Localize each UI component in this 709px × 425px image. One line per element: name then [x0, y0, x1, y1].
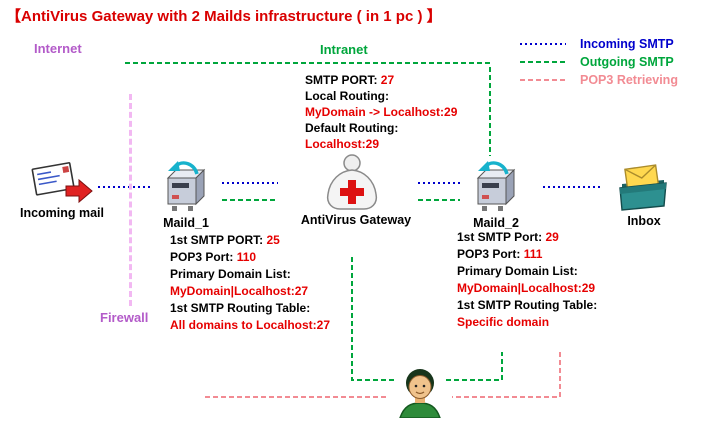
maild1-line: MyDomain|Localhost:27	[170, 283, 330, 300]
maild2-line: Specific domain	[457, 314, 597, 331]
maild1-icon	[166, 158, 206, 217]
text-label: 1st SMTP Port:	[457, 230, 546, 244]
text-value: All domains to Localhost:27	[170, 318, 331, 332]
maild2-config-block: 1st SMTP Port: 29 POP3 Port: 111 Primary…	[457, 229, 597, 331]
maild2-line: 1st SMTP Port: 29	[457, 229, 597, 246]
arrow-user-to-gateway	[351, 254, 394, 381]
text-value: 29	[545, 230, 559, 244]
gateway-line: MyDomain -> Localhost:29	[305, 104, 457, 120]
text-value: MyDomain|Localhost:29	[457, 281, 596, 295]
maild1-config-block: 1st SMTP PORT: 25 POP3 Port: 110 Primary…	[170, 232, 330, 334]
maild2-line: MyDomain|Localhost:29	[457, 280, 597, 297]
firewall-label: Firewall	[100, 310, 149, 325]
text-value: Localhost:29	[305, 137, 380, 151]
maild1-line: 1st SMTP PORT: 25	[170, 232, 330, 249]
maild2-line: 1st SMTP Routing Table:	[457, 297, 597, 314]
text-label: Default Routing:	[305, 121, 399, 135]
text-label: 1st SMTP Routing Table:	[170, 301, 311, 315]
text-value: 111	[523, 247, 543, 261]
legend-outgoing-label: Outgoing SMTP	[580, 55, 674, 69]
maild2-line: Primary Domain List:	[457, 263, 597, 280]
maild2-line: POP3 Port: 111	[457, 246, 597, 263]
text-label: POP3 Port:	[457, 247, 524, 261]
incoming-mail-icon	[30, 158, 94, 211]
text-label: SMTP PORT:	[305, 73, 381, 87]
gateway-line: SMTP PORT: 27	[305, 72, 457, 88]
intranet-label: Intranet	[320, 42, 368, 57]
text-label: 1st SMTP PORT:	[170, 233, 267, 247]
text-value: 25	[266, 233, 280, 247]
gateway-line: Local Routing:	[305, 88, 457, 104]
inbox-label: Inbox	[627, 214, 661, 228]
maild1-line: POP3 Port: 110	[170, 249, 330, 266]
maild1-label: Maild_1	[163, 216, 209, 230]
text-label: Local Routing:	[305, 89, 389, 103]
legend-pop3-label: POP3 Retrieving	[580, 73, 678, 87]
text-label: Primary Domain List:	[457, 264, 578, 278]
incoming-mail-label: Incoming mail	[19, 206, 105, 220]
maild1-line: Primary Domain List:	[170, 266, 330, 283]
internet-label: Internet	[34, 41, 82, 56]
text-value: Specific domain	[457, 315, 550, 329]
page-title: 【AntiVirus Gateway with 2 Mailds infrast…	[6, 8, 442, 25]
maild1-line: 1st SMTP Routing Table:	[170, 300, 330, 317]
maild2-icon	[476, 158, 516, 217]
text-label: 1st SMTP Routing Table:	[457, 298, 598, 312]
antivirus-gateway-icon	[320, 154, 384, 217]
antivirus-gateway-label: AntiVirus Gateway	[300, 213, 412, 227]
text-value: MyDomain -> Localhost:29	[305, 105, 458, 119]
gateway-line: Localhost:29	[305, 136, 457, 152]
firewall-line	[129, 94, 132, 306]
legend-incoming-label: Incoming SMTP	[580, 37, 674, 51]
text-value: 110	[236, 250, 257, 264]
text-value: 27	[380, 73, 395, 87]
text-label: Primary Domain List:	[170, 267, 291, 281]
arrow-maild2-pop3-to-user	[452, 352, 561, 398]
maild2-label: Maild_2	[473, 216, 519, 230]
text-label: POP3 Port:	[170, 250, 237, 264]
arrow-user-to-maild2	[446, 352, 503, 381]
user-avatar-icon	[396, 364, 444, 423]
gateway-line: Default Routing:	[305, 120, 457, 136]
maild1-line: All domains to Localhost:27	[170, 317, 330, 334]
text-value: MyDomain|Localhost:27	[170, 284, 309, 298]
inbox-icon	[618, 162, 668, 217]
gateway-config-block: SMTP PORT: 27 Local Routing: MyDomain ->…	[305, 72, 457, 152]
